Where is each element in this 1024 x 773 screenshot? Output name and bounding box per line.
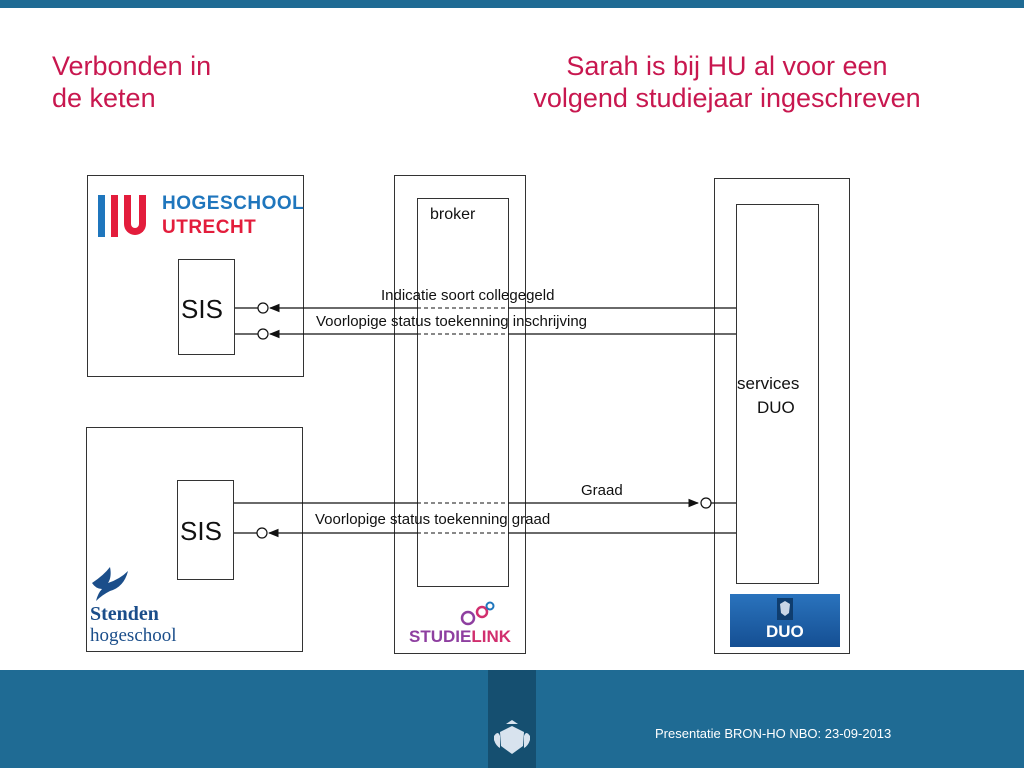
arrow-2-label: Voorlopige status toekenning inschrijvin… bbox=[316, 313, 588, 330]
footer-emblem-strip bbox=[488, 670, 536, 768]
duo-label-line2: DUO bbox=[757, 398, 795, 417]
hu-logo-bar1 bbox=[98, 195, 105, 237]
broker-label: broker bbox=[430, 206, 476, 223]
hu-sis-box bbox=[178, 259, 235, 355]
stenden-sis-label: SIS bbox=[180, 516, 222, 546]
duo-services-box bbox=[736, 204, 819, 584]
swallow-icon bbox=[92, 567, 128, 601]
top-bar bbox=[0, 0, 1024, 8]
stenden-sis-port bbox=[256, 527, 268, 539]
title-right-line1: Sarah is bij HU al voor een bbox=[566, 51, 888, 81]
title-left-line1: Verbonden in bbox=[52, 51, 212, 81]
studielink-icon bbox=[460, 601, 495, 626]
duo-logo-text: DUO bbox=[766, 622, 804, 641]
duo-label-line1: services bbox=[737, 374, 800, 393]
hu-sis-label: SIS bbox=[181, 294, 223, 324]
footer-text: Presentatie BRON-HO NBO: 23-09-2013 bbox=[655, 726, 892, 741]
studielink-logo-part2: LINK bbox=[471, 627, 512, 646]
slide-title-right: Sarah is bij HU al voor een volgend stud… bbox=[497, 50, 957, 114]
stenden-logo-line1: Stenden bbox=[90, 603, 159, 625]
title-left-line2: de keten bbox=[52, 83, 156, 113]
broker-box bbox=[417, 198, 509, 587]
duo-logo: DUO bbox=[730, 594, 840, 647]
studielink-logo: STUDIELINK bbox=[409, 627, 511, 647]
hu-logo-line1: HOGESCHOOL bbox=[162, 193, 305, 214]
stenden-logo: Stenden hogeschool bbox=[90, 565, 220, 650]
duo-logo-emblem bbox=[777, 598, 793, 620]
hu-sis-port-1 bbox=[257, 302, 269, 314]
hu-logo-bar2 bbox=[111, 195, 118, 237]
duo-port-graad bbox=[700, 497, 712, 509]
hu-logo-line2: UTRECHT bbox=[162, 217, 257, 238]
crest-icon bbox=[494, 720, 530, 754]
stenden-logo-line2: hogeschool bbox=[90, 625, 177, 646]
arrow-3-label: Graad bbox=[581, 482, 623, 499]
crest-icon bbox=[780, 601, 790, 616]
arrow-1-label: Indicatie soort collegegeld bbox=[381, 287, 555, 304]
hu-sis-port-2 bbox=[257, 328, 269, 340]
hu-logo-u bbox=[124, 195, 146, 235]
title-right-line2: volgend studiejaar ingeschreven bbox=[533, 83, 921, 113]
arrow-4-label: Voorlopige status toekenning graad bbox=[315, 511, 551, 528]
hu-logo: HOGESCHOOL UTRECHT bbox=[98, 193, 304, 241]
stenden-sis-box bbox=[177, 480, 234, 580]
slide-title-left: Verbonden in de keten bbox=[52, 50, 211, 114]
studielink-logo-part1: STUDIE bbox=[409, 627, 472, 646]
